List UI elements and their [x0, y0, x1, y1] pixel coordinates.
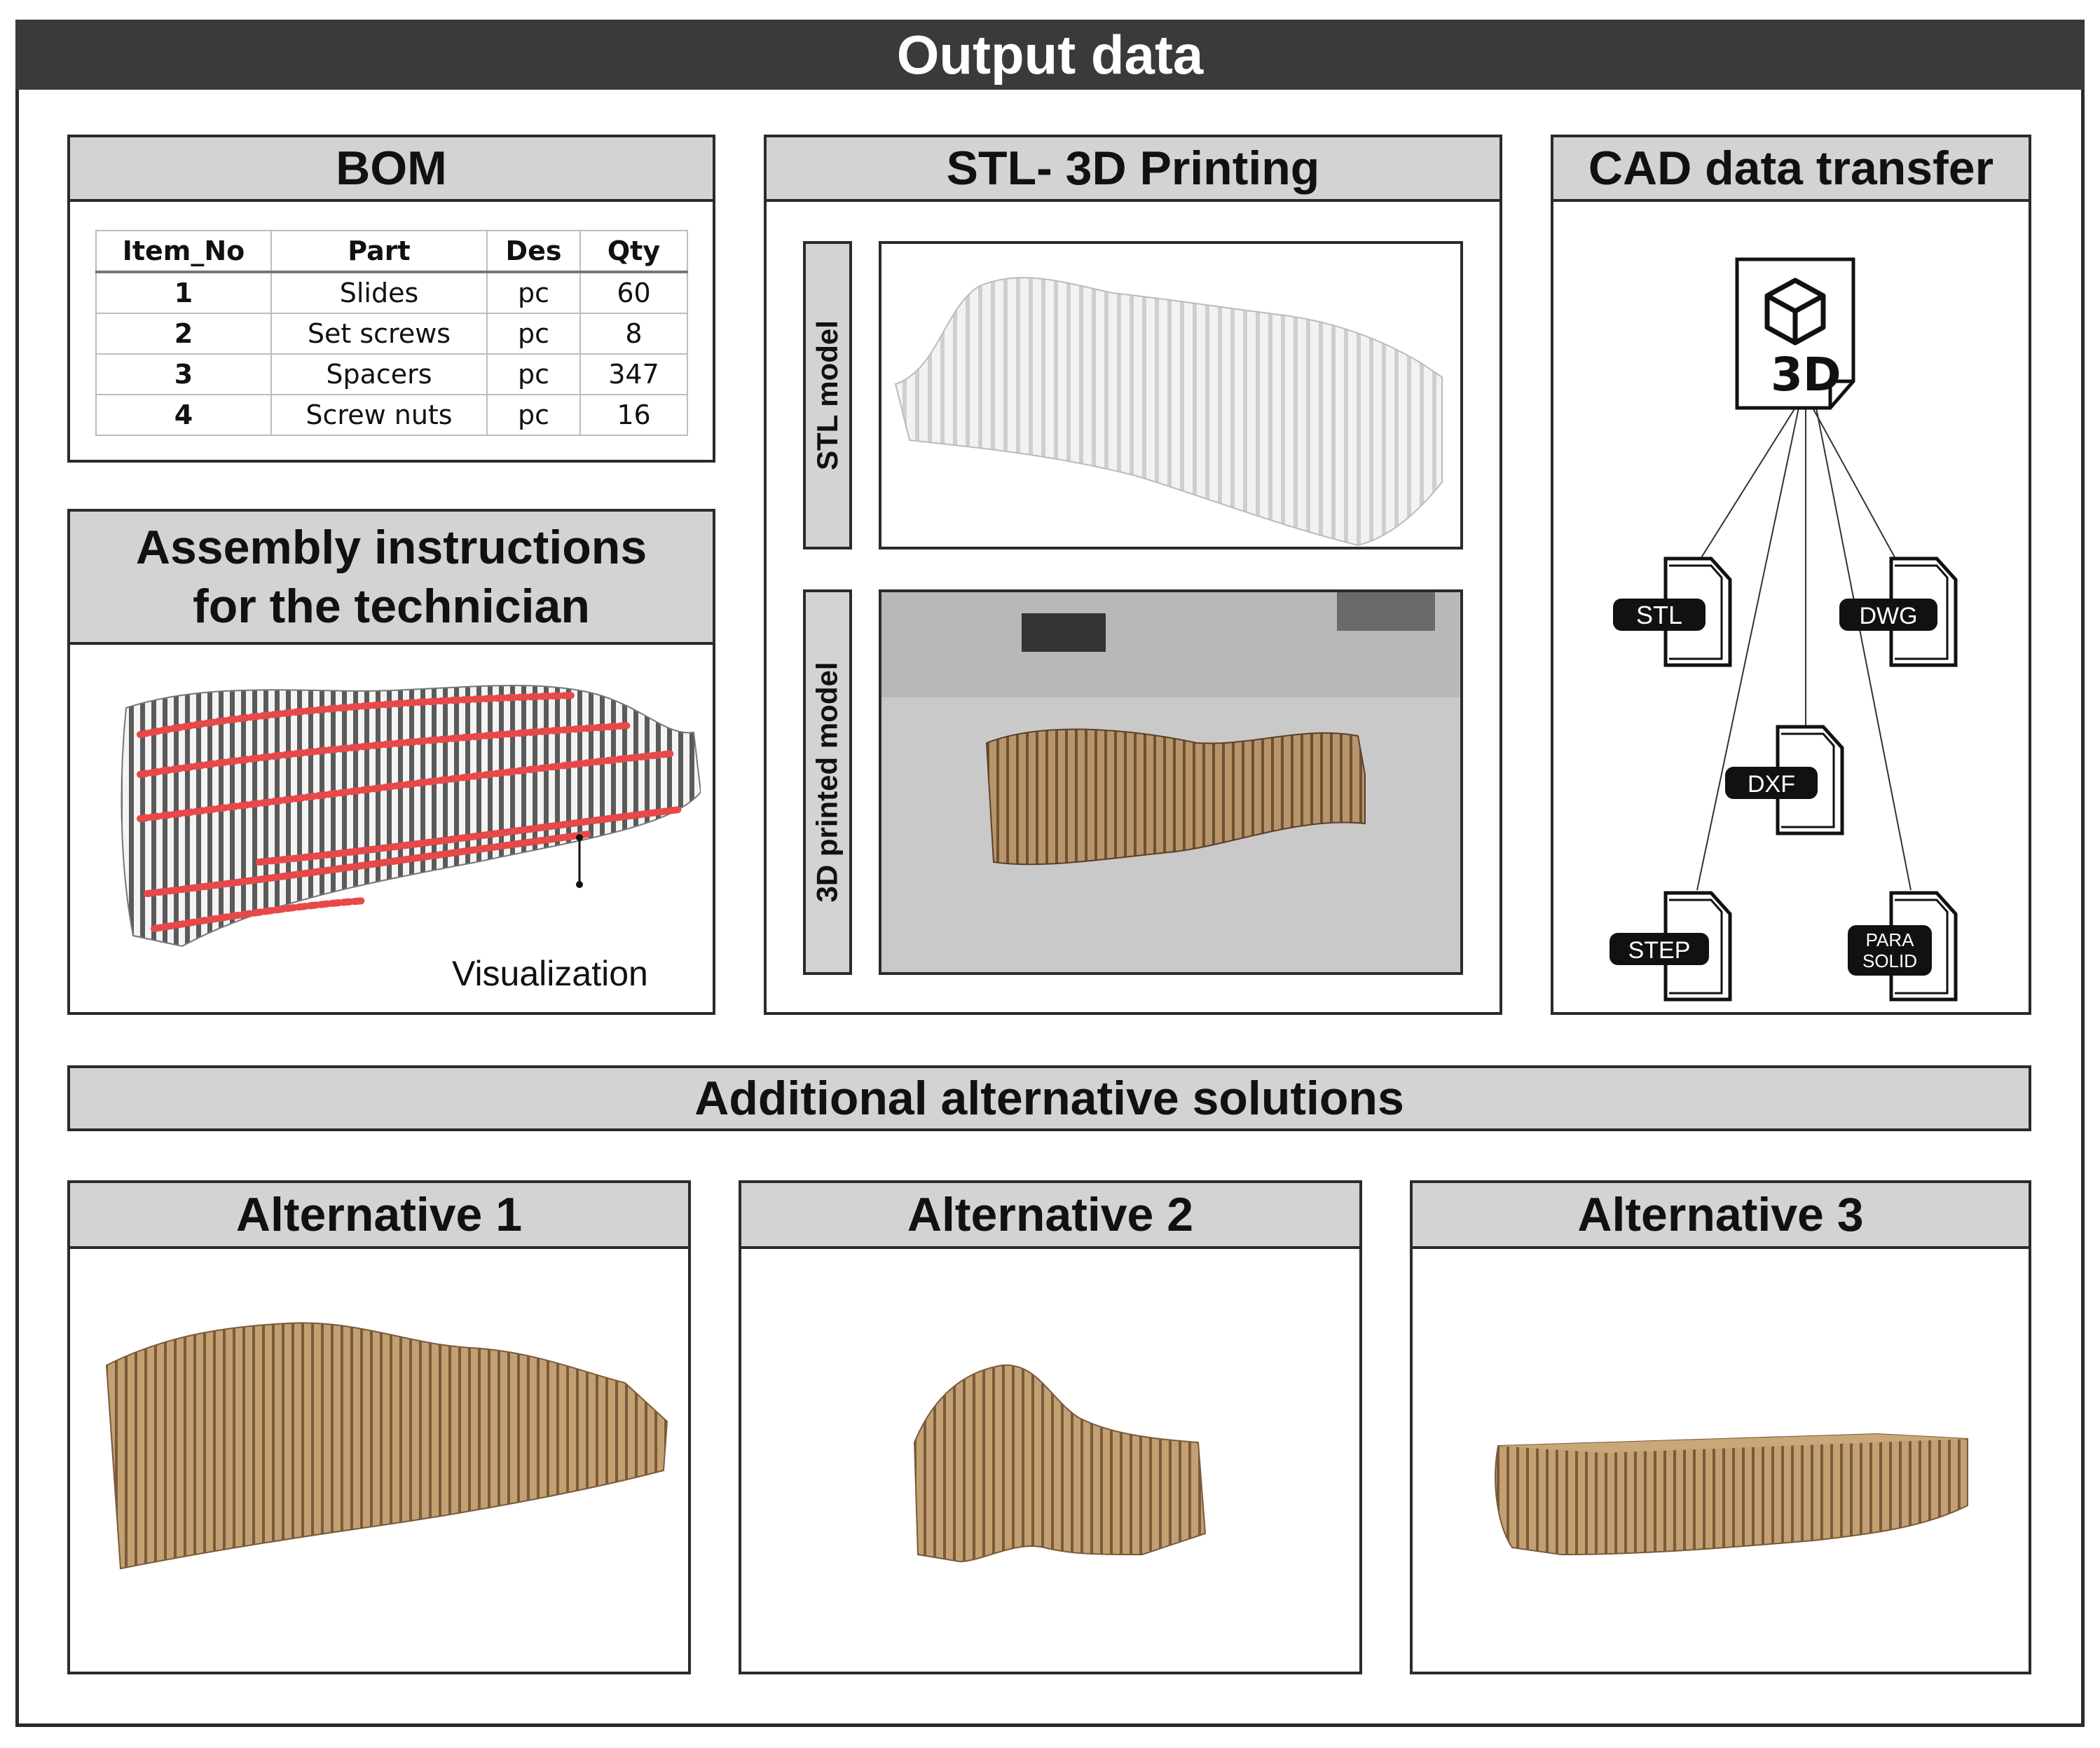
page-title: Output data [15, 20, 2085, 90]
fastener-lines [137, 692, 683, 932]
cube-icon [1764, 278, 1826, 346]
part-cell: Screw nuts [270, 394, 488, 436]
table-row: 2 Set screws pc 8 [95, 313, 688, 355]
qty-cell: 60 [579, 271, 688, 314]
stl-model-label-box: STL model [803, 241, 852, 549]
des-cell: pc [486, 271, 581, 314]
visualization-label: Visualization [452, 954, 648, 993]
bom-table-header-row: Item_No Part Des Qty [95, 230, 688, 273]
format-label: PARA [1866, 929, 1915, 950]
des-cell: pc [486, 313, 581, 355]
table-row: 3 Spacers pc 347 [95, 353, 688, 395]
assembly-header-line2: for the technician [193, 580, 590, 633]
table-row: 4 Screw nuts pc 16 [95, 394, 688, 436]
item-no-cell: 4 [95, 394, 272, 436]
format-label: SOLID [1862, 950, 1917, 971]
printed-model-label: 3D printed model [811, 662, 844, 903]
stl-model-label: STL model [811, 320, 844, 470]
alternative-1-panel: Alternative 1 [67, 1180, 691, 1674]
cad-diagram: 3D STL DWG DXF STEP [1610, 257, 1958, 1002]
alternative-2-header: Alternative 2 [741, 1183, 1359, 1249]
qty-cell: 16 [579, 394, 688, 436]
assembly-header: Assembly instructions for the technician [70, 512, 713, 645]
qty-cell: 347 [579, 353, 688, 395]
part-cell: Slides [270, 271, 488, 314]
format-label: STEP [1628, 937, 1691, 964]
assembly-header-line1: Assembly instructions [135, 521, 647, 574]
item-no-cell: 3 [95, 353, 272, 395]
alternative-3-panel: Alternative 3 [1410, 1180, 2031, 1674]
stl-file-icon: STL [1613, 557, 1732, 667]
qty-cell: 8 [579, 313, 688, 355]
stl-bench-shape [894, 277, 1443, 547]
alternatives-header: Additional alternative solutions [67, 1065, 2031, 1131]
part-cell: Set screws [270, 313, 488, 355]
column-header: Qty [579, 230, 688, 273]
format-label: DXF [1748, 771, 1795, 798]
cad-header: CAD data transfer [1553, 137, 2029, 202]
des-cell: pc [486, 353, 581, 395]
item-no-cell: 2 [95, 313, 272, 355]
alternative-1-header: Alternative 1 [70, 1183, 688, 1249]
assembly-panel: Assembly instructions for the technician… [67, 509, 715, 1015]
printed-bench-shape [985, 728, 1366, 866]
alternative-1-image [105, 1322, 668, 1570]
assembly-bench-image [121, 685, 701, 948]
bom-panel: BOM Item_No Part Des Qty 1 Slides pc 60 … [67, 135, 715, 463]
column-header: Des [486, 230, 581, 273]
printed-model-label-box: 3D printed model [803, 589, 852, 975]
printed-model-photo [879, 589, 1463, 975]
stl-panel: STL- 3D Printing STL model 3D printed mo… [764, 135, 1502, 1015]
item-no-cell: 1 [95, 271, 272, 314]
column-header: Item_No [95, 230, 272, 273]
table-row: 1 Slides pc 60 [95, 271, 688, 314]
bom-table: Item_No Part Des Qty 1 Slides pc 60 2 Se… [95, 230, 688, 436]
dxf-file-icon: DXF [1725, 725, 1844, 835]
part-cell: Spacers [270, 353, 488, 395]
alternative-3-header: Alternative 3 [1413, 1183, 2029, 1249]
des-cell: pc [486, 394, 581, 436]
stl-model-image [879, 241, 1463, 549]
alternative-2-image [913, 1364, 1207, 1563]
format-label: STL [1636, 601, 1682, 629]
step-file-icon: STEP [1610, 891, 1732, 1002]
parasolid-file-icon: PARA SOLID [1848, 891, 1958, 1002]
3d-icon-text: 3D [1771, 348, 1841, 402]
format-label: DWG [1859, 603, 1917, 629]
bom-header: BOM [70, 137, 713, 202]
alternative-3-image [1495, 1433, 1968, 1556]
column-header: Part [270, 230, 488, 273]
dwg-file-icon: DWG [1839, 557, 1958, 667]
cad-panel: CAD data transfer 3D STL [1551, 135, 2031, 1015]
alternative-2-panel: Alternative 2 [739, 1180, 1362, 1674]
stl-header: STL- 3D Printing [767, 137, 1499, 202]
3d-file-icon: 3D [1735, 257, 1855, 410]
